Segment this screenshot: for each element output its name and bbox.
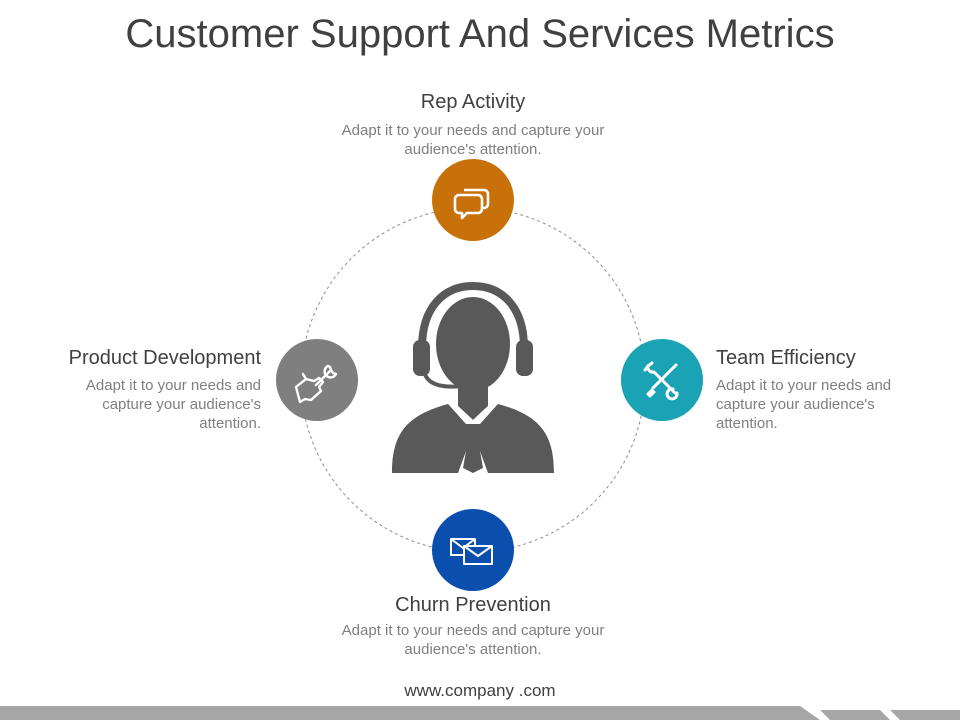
bottom-band: [0, 0, 960, 720]
